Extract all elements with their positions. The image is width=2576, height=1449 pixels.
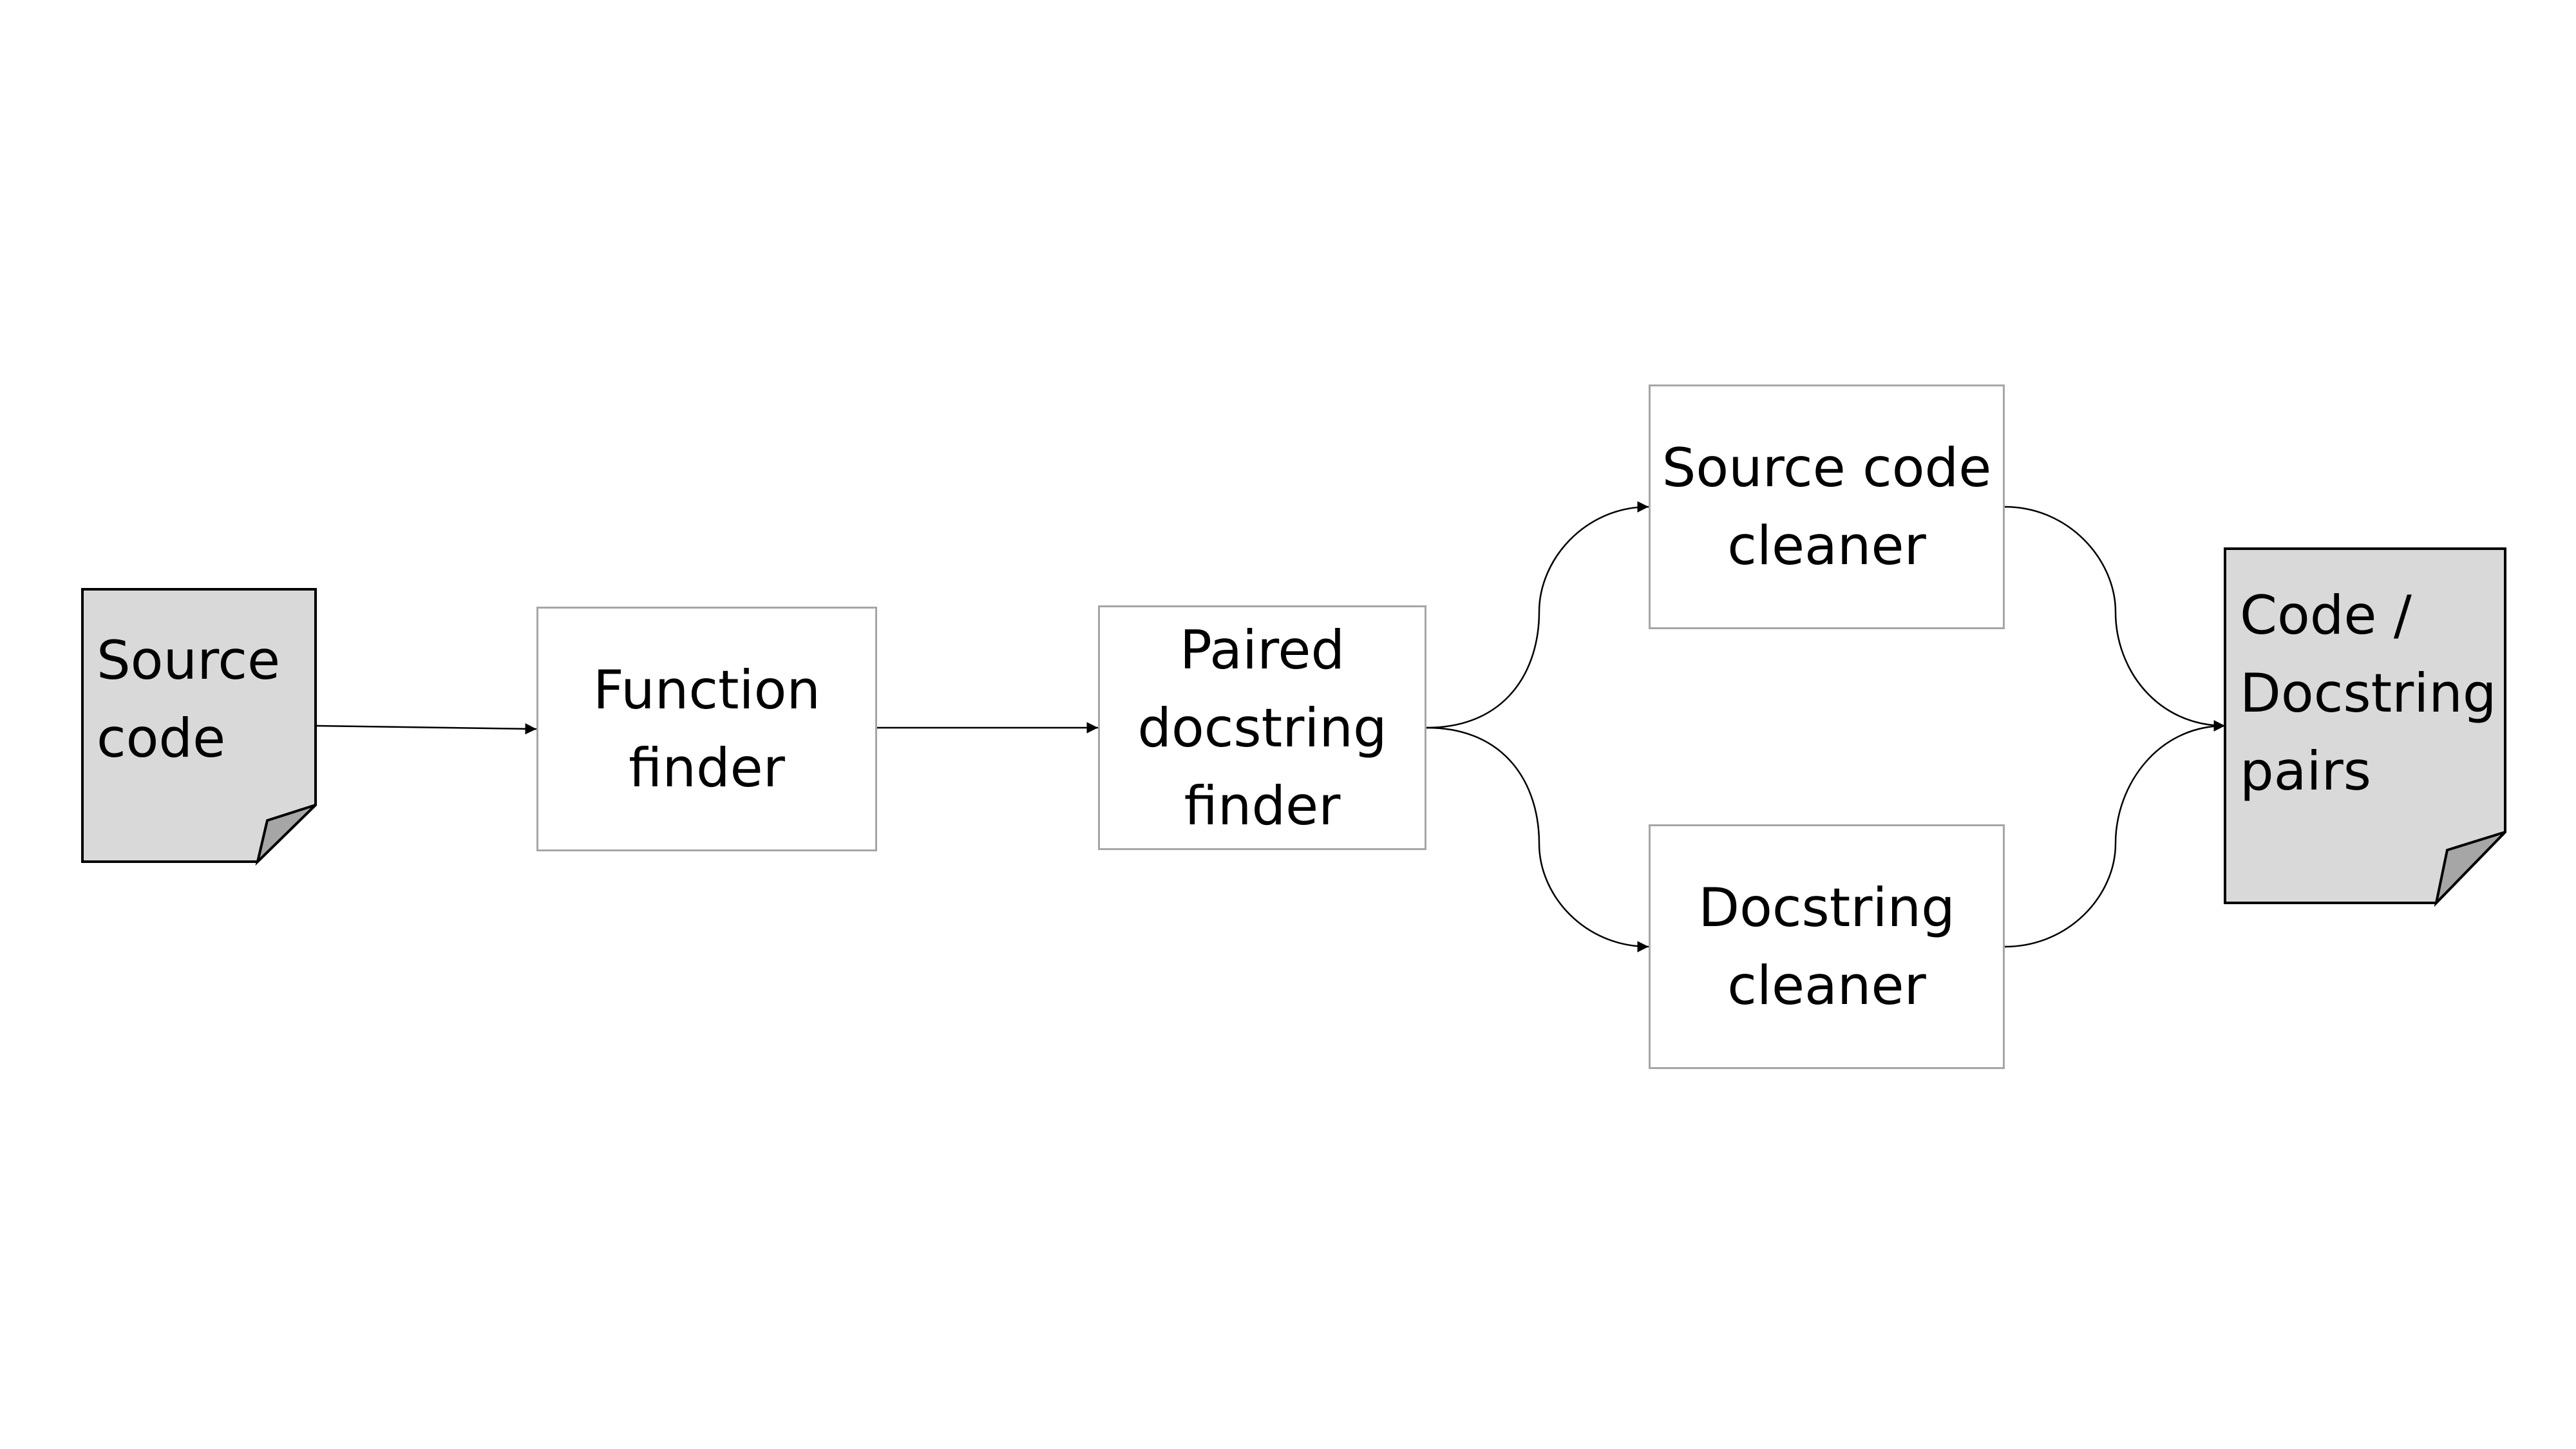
paired-finder-label-line-2: docstring [1137,696,1387,759]
paired-docstring-finder-node: Paired docstring finder [1098,605,1426,850]
source-code-document-label: Source code [97,621,280,777]
function-finder-node: Function finder [536,607,877,851]
pairs-label-line-3: pairs [2240,740,2371,802]
source-code-cleaner-label-line-2: cleaner [1727,515,1926,577]
pairs-label-line-2: Docstring [2240,662,2497,724]
edge-source-code-to-function-finder [315,723,537,735]
function-finder-label-line-1: Function [592,659,821,721]
docstring-cleaner-label-line-2: cleaner [1727,954,1926,1017]
edge-source-code-cleaner-to-pairs [2004,506,2226,732]
source-code-cleaner-label-line-1: Source code [1662,437,1992,499]
paired-finder-label-line-1: Paired [1179,618,1345,681]
code-docstring-pairs-document-label: Code / Docstring pairs [2240,576,2497,810]
source-code-page-fold [255,804,317,866]
source-code-cleaner-node: Source code cleaner [1649,384,2005,629]
docstring-cleaner-label-line-1: Docstring [1698,876,1955,939]
paired-finder-label-line-3: finder [1184,774,1341,837]
edge-paired-finder-to-docstring-cleaner [1426,726,1649,952]
docstring-cleaner-node: Docstring cleaner [1649,824,2005,1069]
edge-paired-finder-to-source-code-cleaner [1426,501,1649,729]
pairs-label-line-1: Code / [2240,584,2412,647]
code-docstring-pairs-page-fold [2434,831,2506,907]
source-code-label-line-2: code [97,707,226,770]
source-code-label-line-1: Source [97,629,281,692]
edge-docstring-cleaner-to-pairs [2004,720,2226,948]
function-finder-label-line-2: finder [629,737,785,799]
